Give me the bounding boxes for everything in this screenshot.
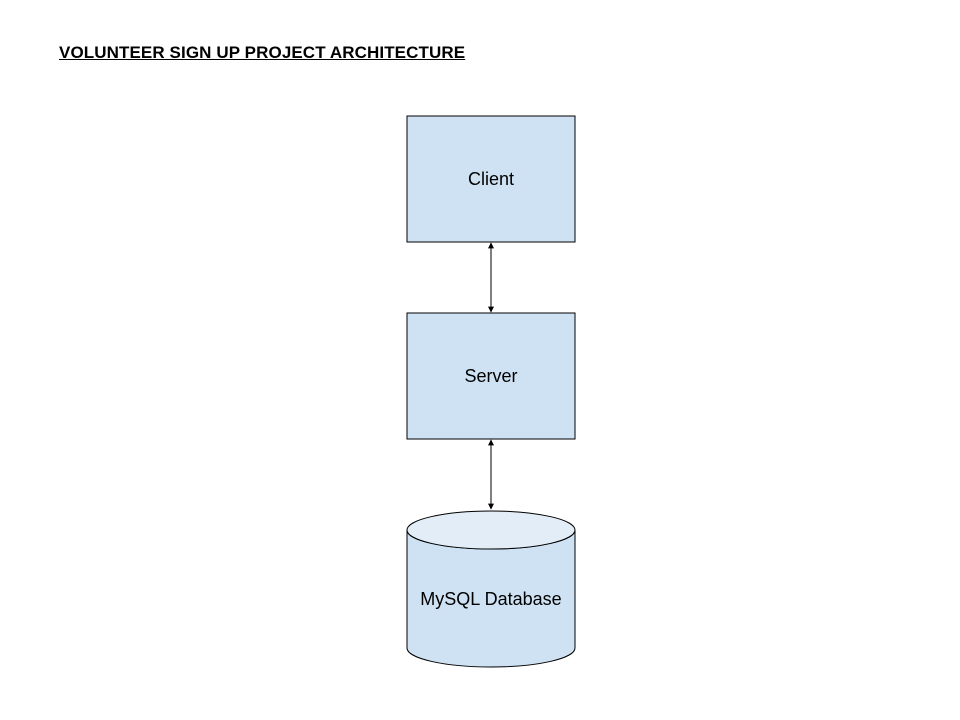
page-title: VOLUNTEER SIGN UP PROJECT ARCHITECTURE [59, 43, 466, 62]
client-node: Client [406, 115, 576, 243]
database-label: MySQL Database [420, 589, 561, 609]
server-box [406, 312, 576, 440]
database-cylinder-top [406, 510, 576, 550]
server-node: Server [406, 312, 576, 440]
server-label: Server [464, 366, 517, 386]
database-node: MySQL Database [406, 510, 576, 668]
client-box [406, 115, 576, 243]
client-label: Client [468, 169, 514, 189]
